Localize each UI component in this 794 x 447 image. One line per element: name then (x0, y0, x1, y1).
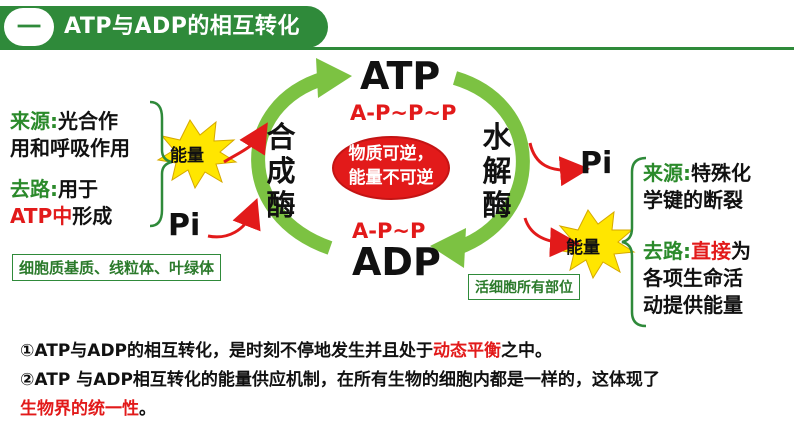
hydrolysis-source-line2: 学键的断裂 (643, 188, 743, 212)
hydrolysis-source-line1: 来源:特殊化 (643, 160, 751, 187)
hydrolysis-to-pi-arrow (528, 142, 590, 187)
adp-formula: A-P~P (352, 219, 426, 243)
hydrolysis-fate-line2: 各项生命活 (643, 266, 743, 290)
fate-label: 去路: (643, 239, 691, 263)
ellipse-line-2: 能量不可逆 (348, 168, 434, 188)
right-brace (621, 156, 647, 328)
ellipse-line-1: 物质可逆， (348, 144, 434, 164)
header-underline (0, 47, 794, 50)
pi-label-right: Pi (580, 146, 613, 181)
note-text: ①ATP与ADP的相互转化，是时刻不停地发生并且处于 (20, 341, 434, 361)
note-text: 之中。 (501, 341, 553, 361)
atp-formula: A-P~P~P (350, 101, 457, 125)
source-label: 来源: (10, 109, 58, 133)
pi-label-left: Pi (168, 208, 201, 243)
fate-text: 形成 (72, 204, 113, 228)
fate-label: 去路: (10, 177, 58, 201)
enzyme-char: 酶 (482, 188, 512, 222)
synthesis-arc-arrow (251, 71, 333, 255)
note-line-3: 生物界的统一性。 (20, 395, 156, 423)
note-highlight: 生物界的统一性 (20, 399, 139, 419)
note-line-1: ①ATP与ADP的相互转化，是时刻不停地发生并且处于动态平衡之中。 (20, 337, 552, 365)
synthesis-fate-line2: ATP中形成 (10, 203, 112, 230)
synthesis-source-line1: 来源:光合作 (10, 108, 118, 135)
fate-highlight: ATP中 (10, 204, 73, 228)
reversibility-ellipse (332, 136, 450, 200)
atp-label: ATP (360, 54, 441, 98)
hydrolysis-arc-arrow (452, 71, 530, 255)
hydrolysis-fate-line1: 去路:直接为 (643, 238, 751, 265)
energy-label-right: 能量 (566, 238, 600, 258)
enzyme-char: 解 (482, 154, 512, 188)
synthesis-location-box: 细胞质基质、线粒体、叶绿体 (12, 254, 222, 281)
ellipse-text: 物质可逆， 能量不可逆 (333, 142, 449, 190)
source-text: 特殊化 (691, 161, 751, 185)
fate-text: 为 (731, 239, 751, 263)
synthesis-enzyme-label: 合 成 酶 (260, 120, 302, 222)
energy-starburst-left (156, 119, 238, 190)
hydrolysis-to-energy-arrow (523, 217, 580, 258)
note-text: 。 (139, 399, 156, 419)
synthesis-fate-line1: 去路:用于 (10, 176, 98, 203)
enzyme-char: 合 (266, 120, 296, 154)
hydrolysis-fate-line3: 动提供能量 (643, 293, 743, 317)
hydrolysis-location-box: 活细胞所有部位 (468, 274, 580, 300)
synthesis-arrowhead (316, 58, 352, 98)
enzyme-char: 水 (482, 120, 512, 154)
left-brace (149, 100, 173, 228)
fate-highlight: 直接 (691, 239, 731, 263)
energy-to-synthesis-arrow (223, 122, 268, 164)
hydrolysis-enzyme-label: 水 解 酶 (476, 120, 518, 222)
synthesis-source-line2: 用和呼吸作用 (10, 136, 130, 160)
energy-label-left: 能量 (170, 146, 204, 166)
section-header-bar (0, 6, 328, 48)
section-title: ATP与ADP的相互转化 (64, 14, 300, 39)
source-text: 光合作 (58, 109, 118, 133)
enzyme-char: 酶 (266, 188, 296, 222)
section-number: 一 (4, 8, 54, 46)
adp-label: ADP (352, 240, 441, 284)
hydrolysis-arrowhead (430, 228, 466, 268)
source-label: 来源: (643, 161, 691, 185)
pi-to-synthesis-arrow (207, 198, 261, 239)
note-highlight: 动态平衡 (433, 341, 502, 361)
fate-text: 用于 (58, 177, 98, 201)
enzyme-char: 成 (266, 154, 296, 188)
note-line-2: ②ATP 与ADP相互转化的能量供应机制，在所有生物的细胞内都是一样的，这体现了 (20, 370, 660, 390)
